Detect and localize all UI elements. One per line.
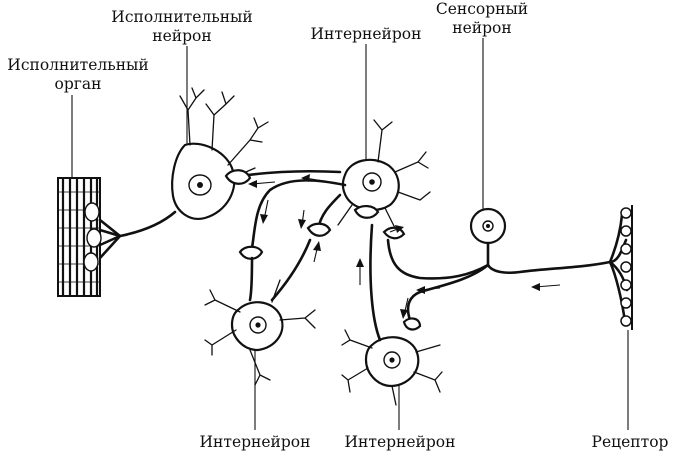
label-motor-neuron-line1: Исполнительный [111,8,252,26]
interneuron-bottom-left [204,238,316,386]
motor-neuron [98,87,342,260]
label-effector-organ-line1: Исполнительный [7,56,148,74]
label-motor-neuron-line2: нейрон [152,27,211,45]
label-interneuron-top: Интернейрон [311,25,422,43]
label-effector-organ-line2: орган [55,75,102,93]
label-interneuron-bottom-middle: Интернейрон [345,433,456,451]
effector-organ-muscle [57,177,102,297]
receptor-organ [608,205,633,330]
interneuron-top [224,119,431,260]
signal-direction-arrows [248,174,561,319]
label-receptor: Рецептор [592,433,669,451]
label-sensory-neuron-line2: нейрон [452,19,511,37]
sensory-neuron [386,207,612,331]
label-sensory-neuron-line1: Сенсорный [436,0,528,18]
label-interneuron-bottom-left: Интернейрон [200,433,311,451]
interneuron-bottom-middle [341,223,443,406]
